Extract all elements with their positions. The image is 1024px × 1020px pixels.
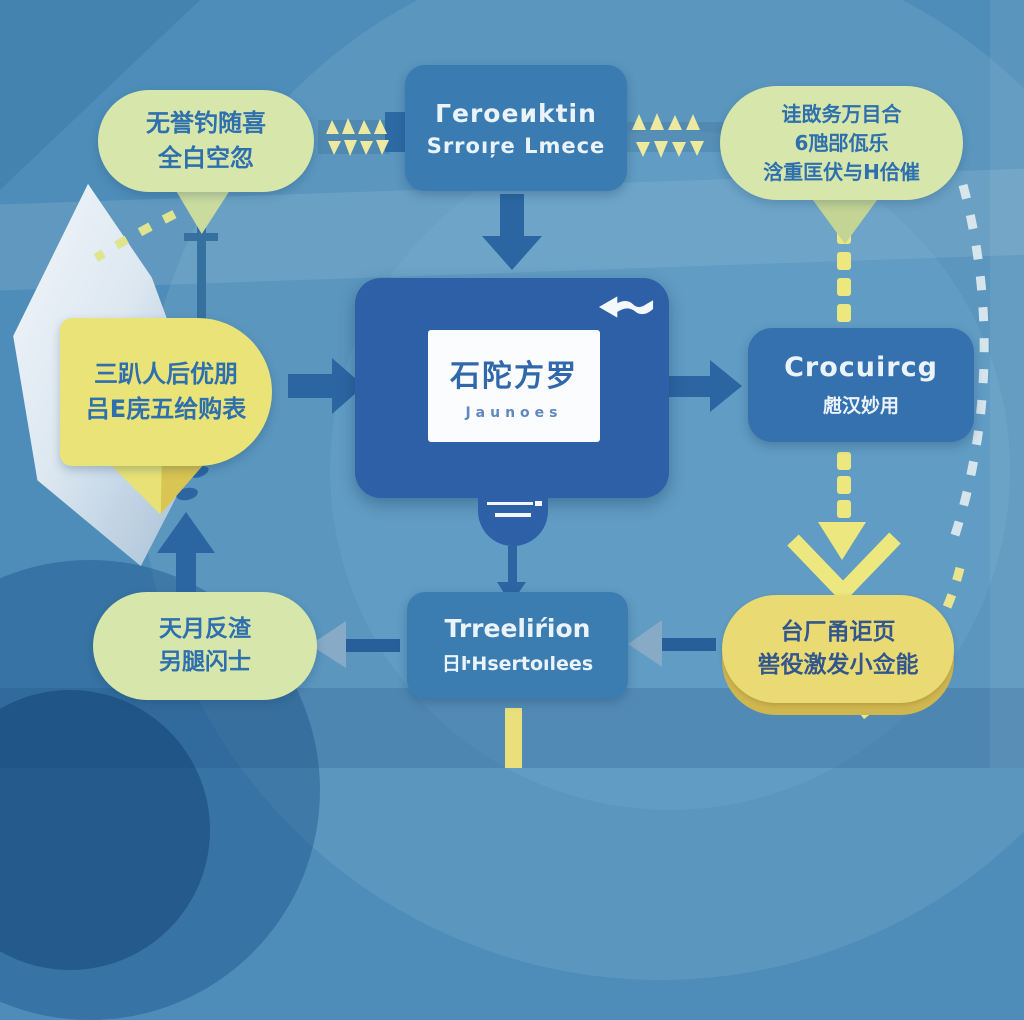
pedestal-line [487,502,533,505]
bubble-text: 全白空忽 [158,144,254,172]
node-top-right-bubble: 诖敃务万目合 6虺郘佤乐 浛重匡伏与H佮催 [720,86,963,200]
node-top-left-bubble: 无誉钓随喜 全白空忽 [98,90,314,192]
undo-arrow-icon [598,296,654,318]
bubble-text: 浛重匡伏与H佮催 [763,159,920,184]
node-right-box: Crocuircg 甝汉妙用 [748,328,974,442]
box-subtitle: 甝汉妙用 [822,395,899,417]
bubble-text: 另腿闪士 [159,649,251,675]
box-subtitle: 日ŀHsertoılees [441,653,594,675]
bubble-text: 无誉钓随喜 [146,109,266,138]
node-bottom-center-box: Trreeliŕion 日ŀHsertoılees [407,592,628,698]
node-bottom-left-bubble: 天月反渣 另腿闪士 [93,592,317,700]
bubble-text: 诖敃务万目合 [781,101,902,126]
bubble-text: 天月反渣 [159,615,251,642]
pedestal-line-cap [535,501,542,506]
pedestal-line [495,513,531,517]
card-title: 石陀方罗 [450,359,578,394]
box-title: Trreeliŕion [444,614,591,643]
card-subtitle: Jaunoes [465,405,563,421]
node-top-center-box: Гeroeиktin Srroıŗe Lmece [405,65,627,191]
bubble-text: 三趴人后优朋 [94,360,238,389]
connector-bar-bottom [505,708,522,768]
center-card: 石陀方罗 Jaunoes [428,330,600,442]
node-center-box: 石陀方罗 Jaunoes [355,278,669,498]
bubble-text: 台厂甬讵页 [780,618,896,645]
bubble-text: 6虺郘佤乐 [794,130,889,155]
node-bottom-right-bubble: 台厂甬讵页 喾役激发小佥能 [722,595,954,703]
bubble-text: 喾役激发小佥能 [757,652,919,678]
box-subtitle: Srroıŗe Lmece [426,133,606,158]
box-title: Crocuircg [784,352,938,383]
box-title: Гeroeиktin [435,98,597,128]
node-left-yellow-bubble: 三趴人后优朋 吕E庑五给购表 [60,318,272,466]
background-right-strip [990,0,1024,768]
bubble-text: 吕E庑五给购表 [85,395,247,423]
